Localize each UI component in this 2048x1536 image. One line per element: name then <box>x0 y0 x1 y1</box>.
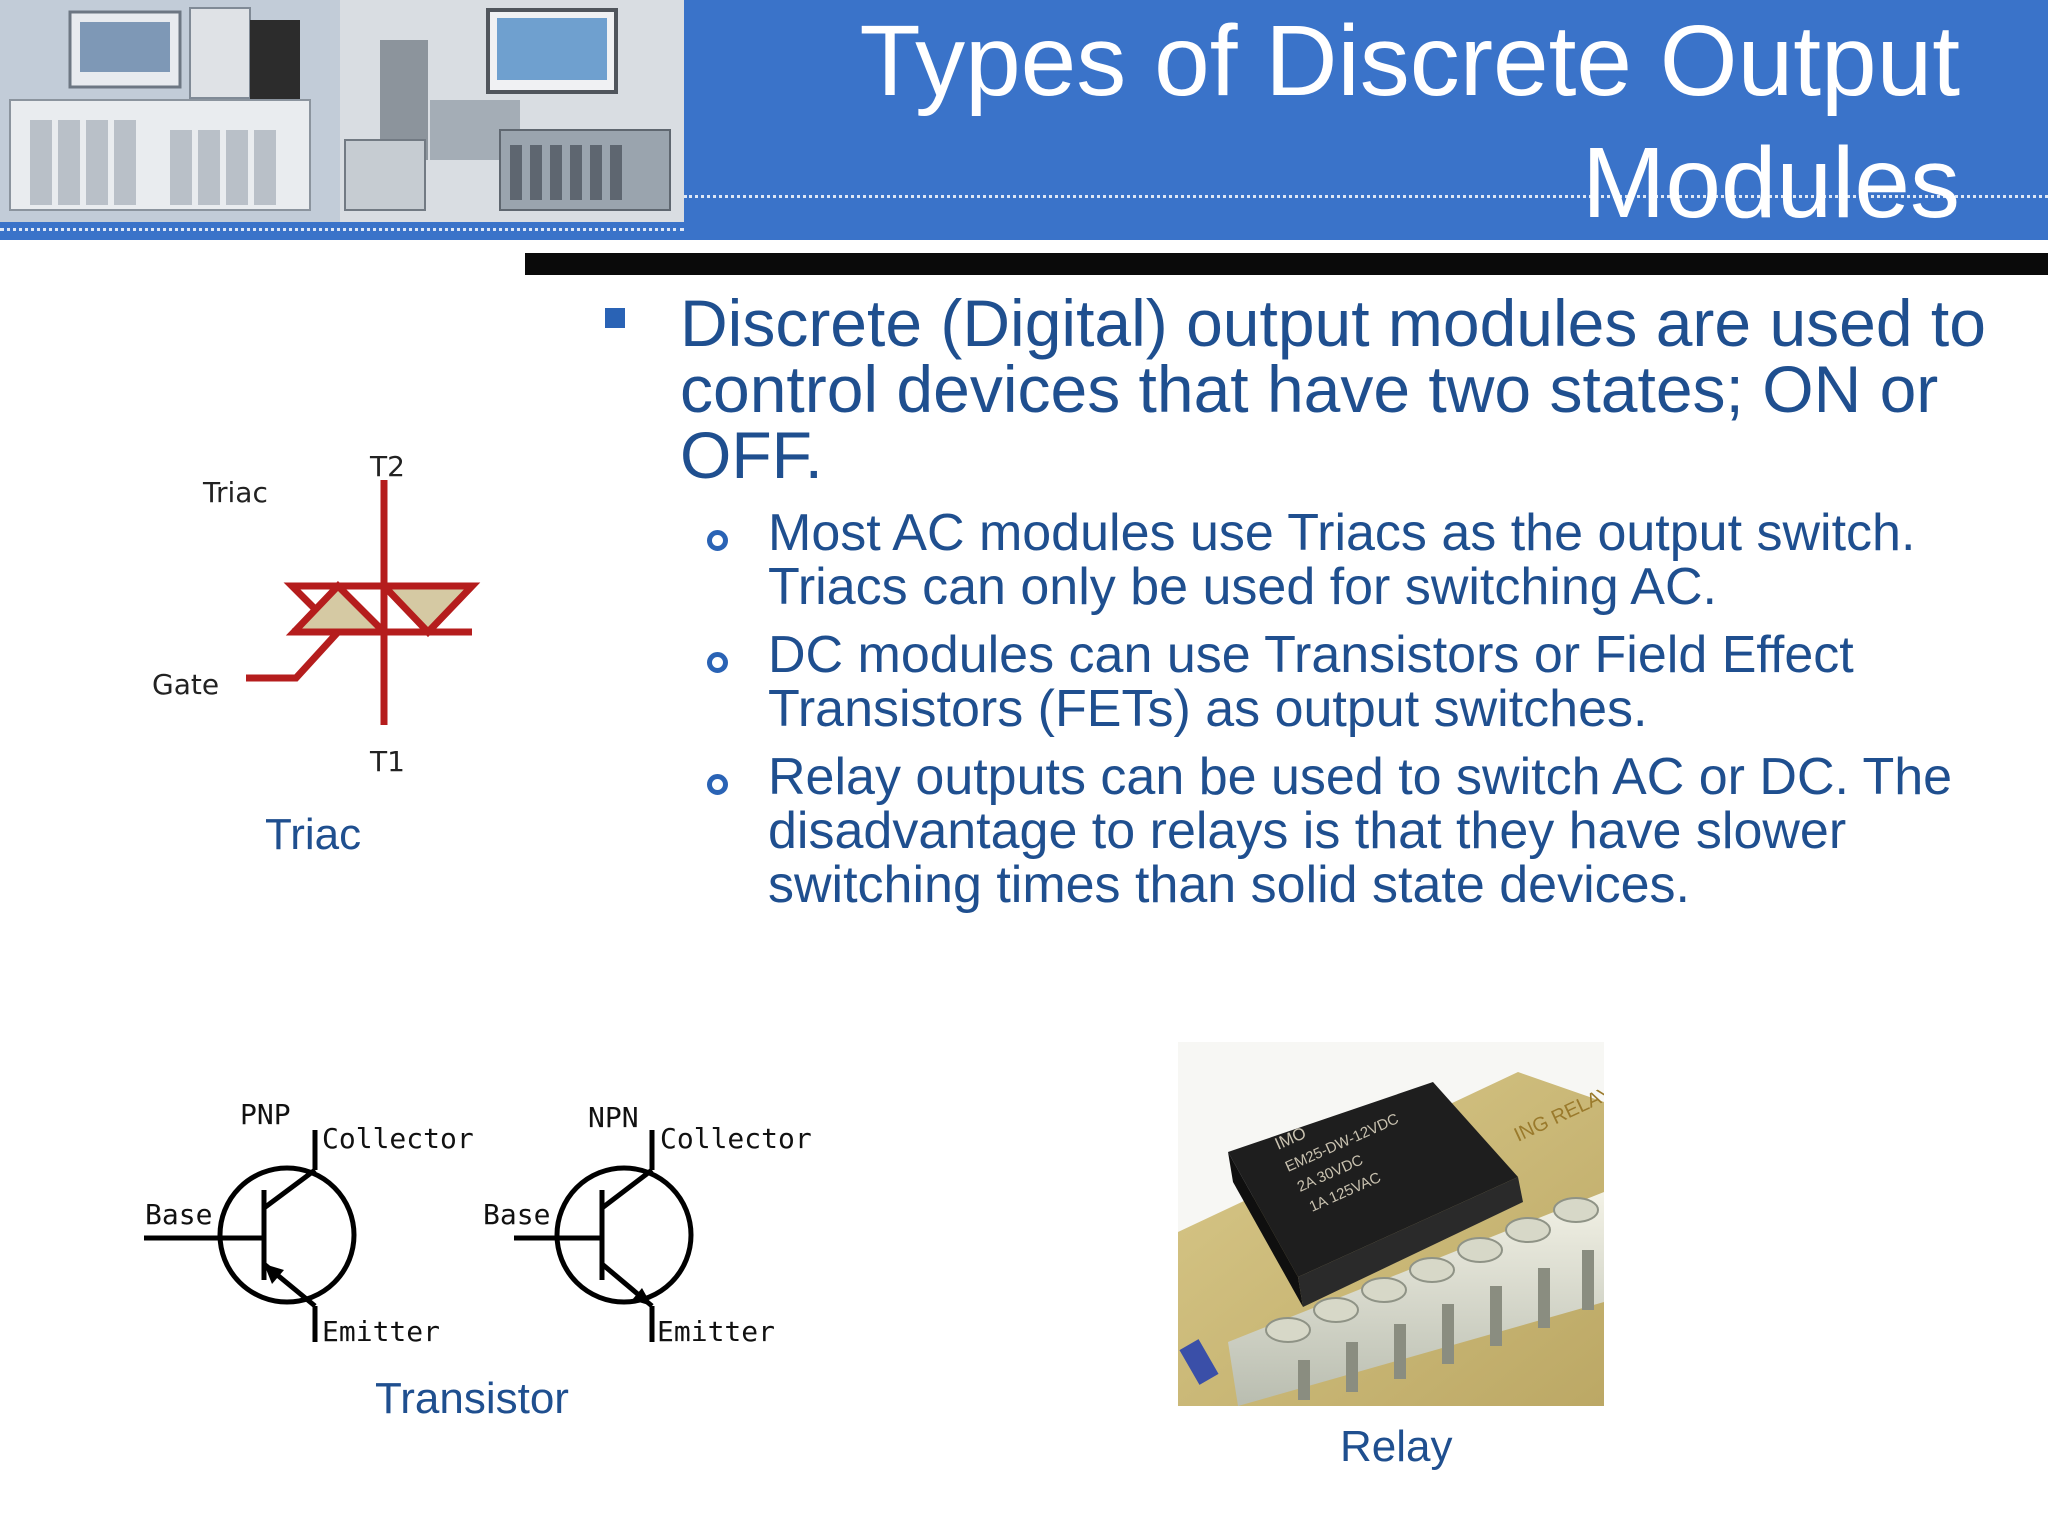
sub-bullet-text: Most AC modules use Triacs as the output… <box>768 504 1916 616</box>
relay-caption: Relay <box>1340 1422 1453 1471</box>
sub-bullet: DC modules can use Transistors or Field … <box>600 628 2008 736</box>
triac-gate-label: Gate <box>152 668 220 701</box>
sub-bullet-text: DC modules can use Transistors or Field … <box>768 626 1854 738</box>
triac-label: Triac <box>203 476 268 509</box>
npn-emitter-label: Emitter <box>657 1315 776 1348</box>
sub-bullet-text: Relay outputs can be used to switch AC o… <box>768 748 1953 914</box>
triac-t2-label: T2 <box>370 450 405 483</box>
title-underline-bar <box>525 253 2048 275</box>
triac-caption: Triac <box>265 810 362 859</box>
pnp-collector-label: Collector <box>322 1122 474 1155</box>
header-divider <box>684 195 2048 198</box>
ring-bullet-icon <box>707 530 728 551</box>
bullet-list: Discrete (Digital) output modules are us… <box>600 290 2020 926</box>
square-bullet-icon <box>605 308 625 328</box>
header-divider-left <box>0 228 684 231</box>
npn-collector-label: Collector <box>660 1122 812 1155</box>
pnp-base-label: Base <box>145 1198 213 1231</box>
header-photo-plc-equipment <box>0 0 684 222</box>
pnp-transistor-symbol <box>144 1130 357 1342</box>
bullet-main-text: Discrete (Digital) output modules are us… <box>680 286 1986 492</box>
slide-title: Types of Discrete Output Modules <box>859 5 1961 239</box>
pnp-type-label: PNP <box>240 1098 291 1131</box>
transistor-caption: Transistor <box>375 1374 569 1423</box>
ring-bullet-icon <box>707 652 728 673</box>
bullet-main: Discrete (Digital) output modules are us… <box>600 290 2020 488</box>
triac-symbol-diagram <box>246 480 481 725</box>
sub-bullet: Most AC modules use Triacs as the output… <box>600 506 2008 614</box>
ring-bullet-icon <box>707 774 728 795</box>
triac-t1-label: T1 <box>370 745 405 778</box>
npn-type-label: NPN <box>588 1101 639 1134</box>
pnp-emitter-label: Emitter <box>322 1315 441 1348</box>
sub-bullet: Relay outputs can be used to switch AC o… <box>600 750 2008 912</box>
npn-base-label: Base <box>483 1198 551 1231</box>
npn-transistor-symbol <box>514 1130 694 1342</box>
relay-photo: IMO EM25-DW-12VDC 2A 30VDC 1A 125VAC ING… <box>1178 1042 1604 1406</box>
